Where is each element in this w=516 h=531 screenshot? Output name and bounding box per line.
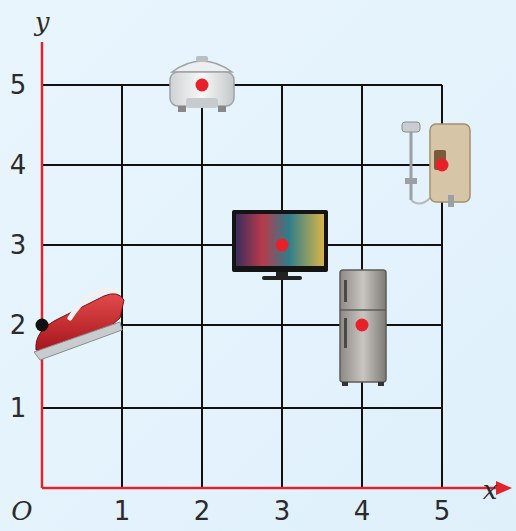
tick-number: 2 — [194, 498, 211, 524]
rice-cooker — [170, 56, 234, 112]
tick-number: 5 — [434, 498, 451, 524]
tick-number: 4 — [354, 498, 371, 524]
iron — [34, 290, 124, 360]
tick-number: 1 — [10, 395, 27, 421]
origin-label: O — [11, 498, 32, 524]
plot-points — [36, 79, 449, 332]
television — [232, 210, 328, 280]
tick-number: 4 — [10, 152, 27, 178]
axis-name: x — [483, 477, 498, 503]
refrigerator — [340, 270, 386, 386]
tick-number: 1 — [114, 498, 131, 524]
water-heater — [402, 122, 470, 207]
tick-number: 5 — [10, 72, 27, 98]
tick-number: 3 — [274, 498, 291, 524]
tick-number: 3 — [10, 232, 27, 258]
grid-lines — [42, 85, 442, 488]
tick-number: 2 — [10, 312, 27, 338]
axes — [42, 42, 512, 495]
axis-name: y — [35, 9, 50, 35]
